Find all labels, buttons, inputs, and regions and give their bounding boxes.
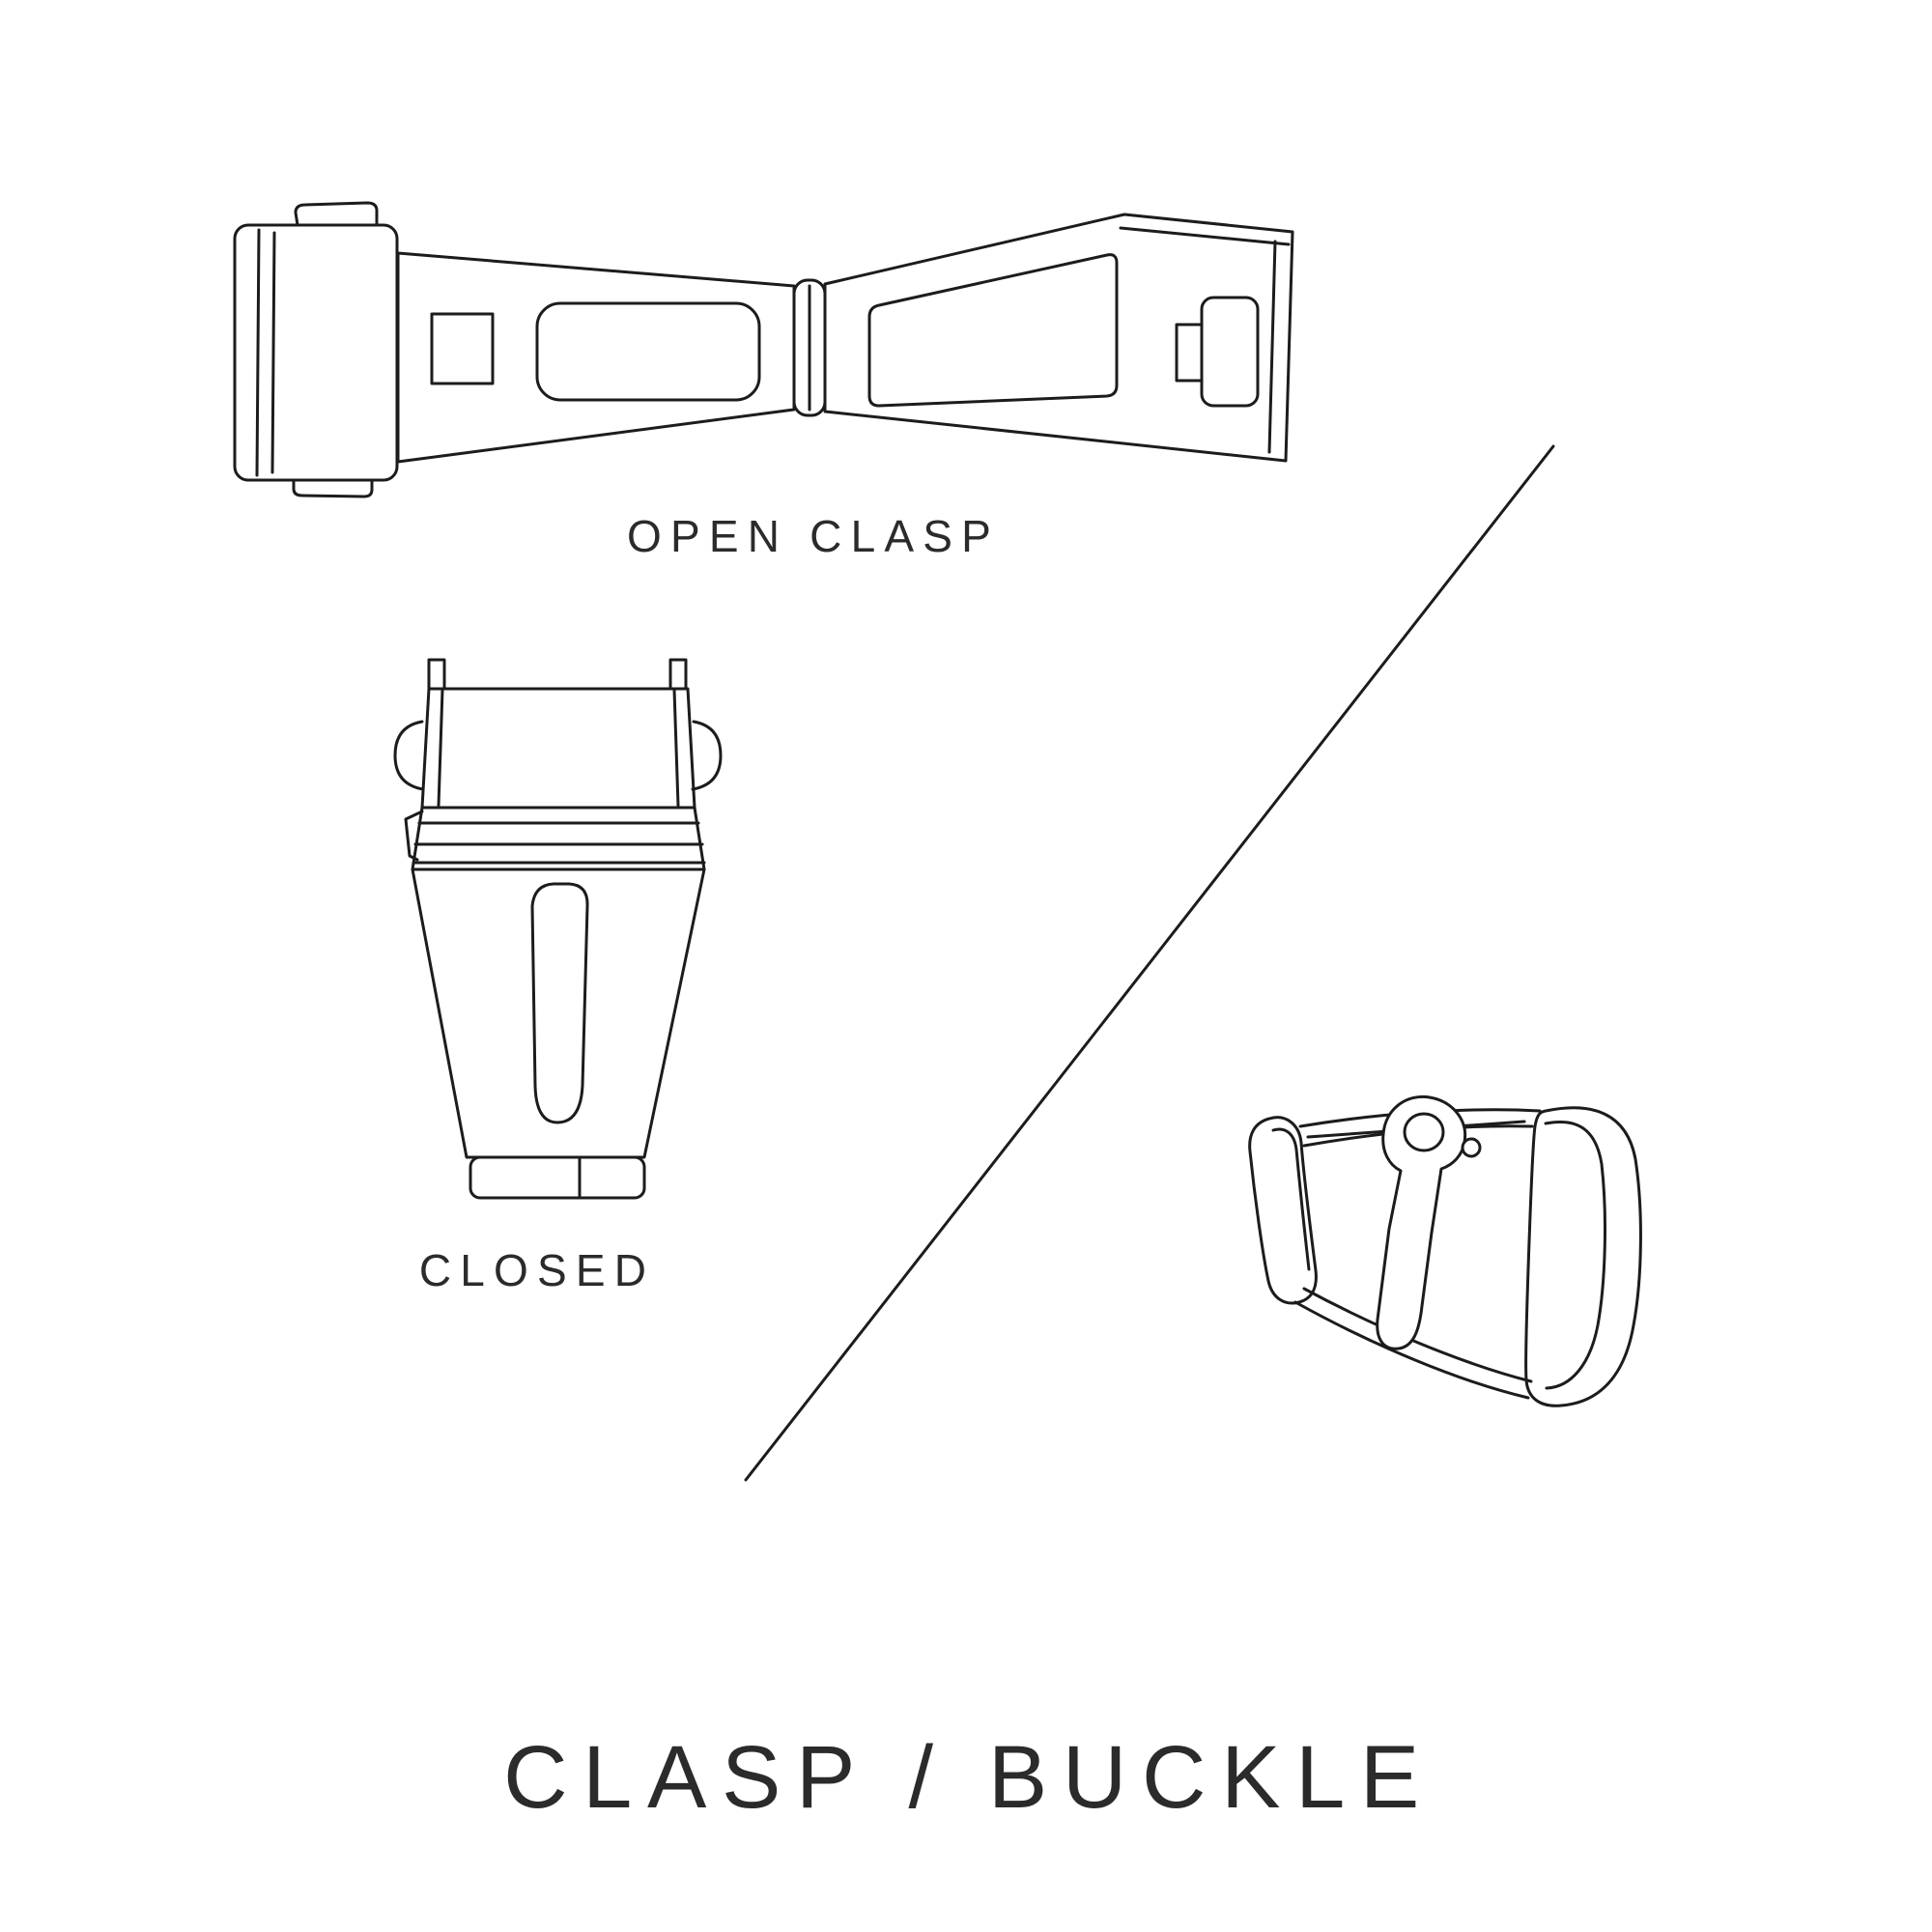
buckle-illustration — [1248, 1094, 1642, 1407]
clasp-hinge — [792, 278, 827, 417]
buckle-left-rail — [1248, 1116, 1318, 1305]
diagonal-divider-line — [744, 444, 1555, 1482]
closed-clasp-illustration — [393, 658, 723, 1200]
buckle-right-rail — [1524, 1106, 1642, 1407]
page-title: CLASP / BUCKLE — [503, 1728, 1435, 1827]
closed-clasp-band — [404, 806, 706, 871]
buckle-tongue — [1376, 1094, 1482, 1350]
clasp-catch — [1175, 296, 1260, 408]
clasp-left-blade — [396, 251, 796, 464]
open-clasp-illustration — [233, 201, 1294, 498]
clasp-end-link — [233, 201, 399, 498]
closed-clasp-label: CLOSED — [418, 1245, 656, 1295]
buckle-pin-end — [1461, 1137, 1482, 1158]
open-clasp-label: OPEN CLASP — [627, 511, 1000, 561]
closed-clasp-prongs — [427, 658, 688, 691]
closed-clasp-base — [469, 1155, 646, 1200]
closed-clasp-body — [411, 867, 706, 1159]
buckle-bottom-bar — [1293, 1287, 1533, 1400]
clasp-right-blade — [823, 213, 1294, 463]
closed-clasp-cover — [393, 687, 723, 810]
